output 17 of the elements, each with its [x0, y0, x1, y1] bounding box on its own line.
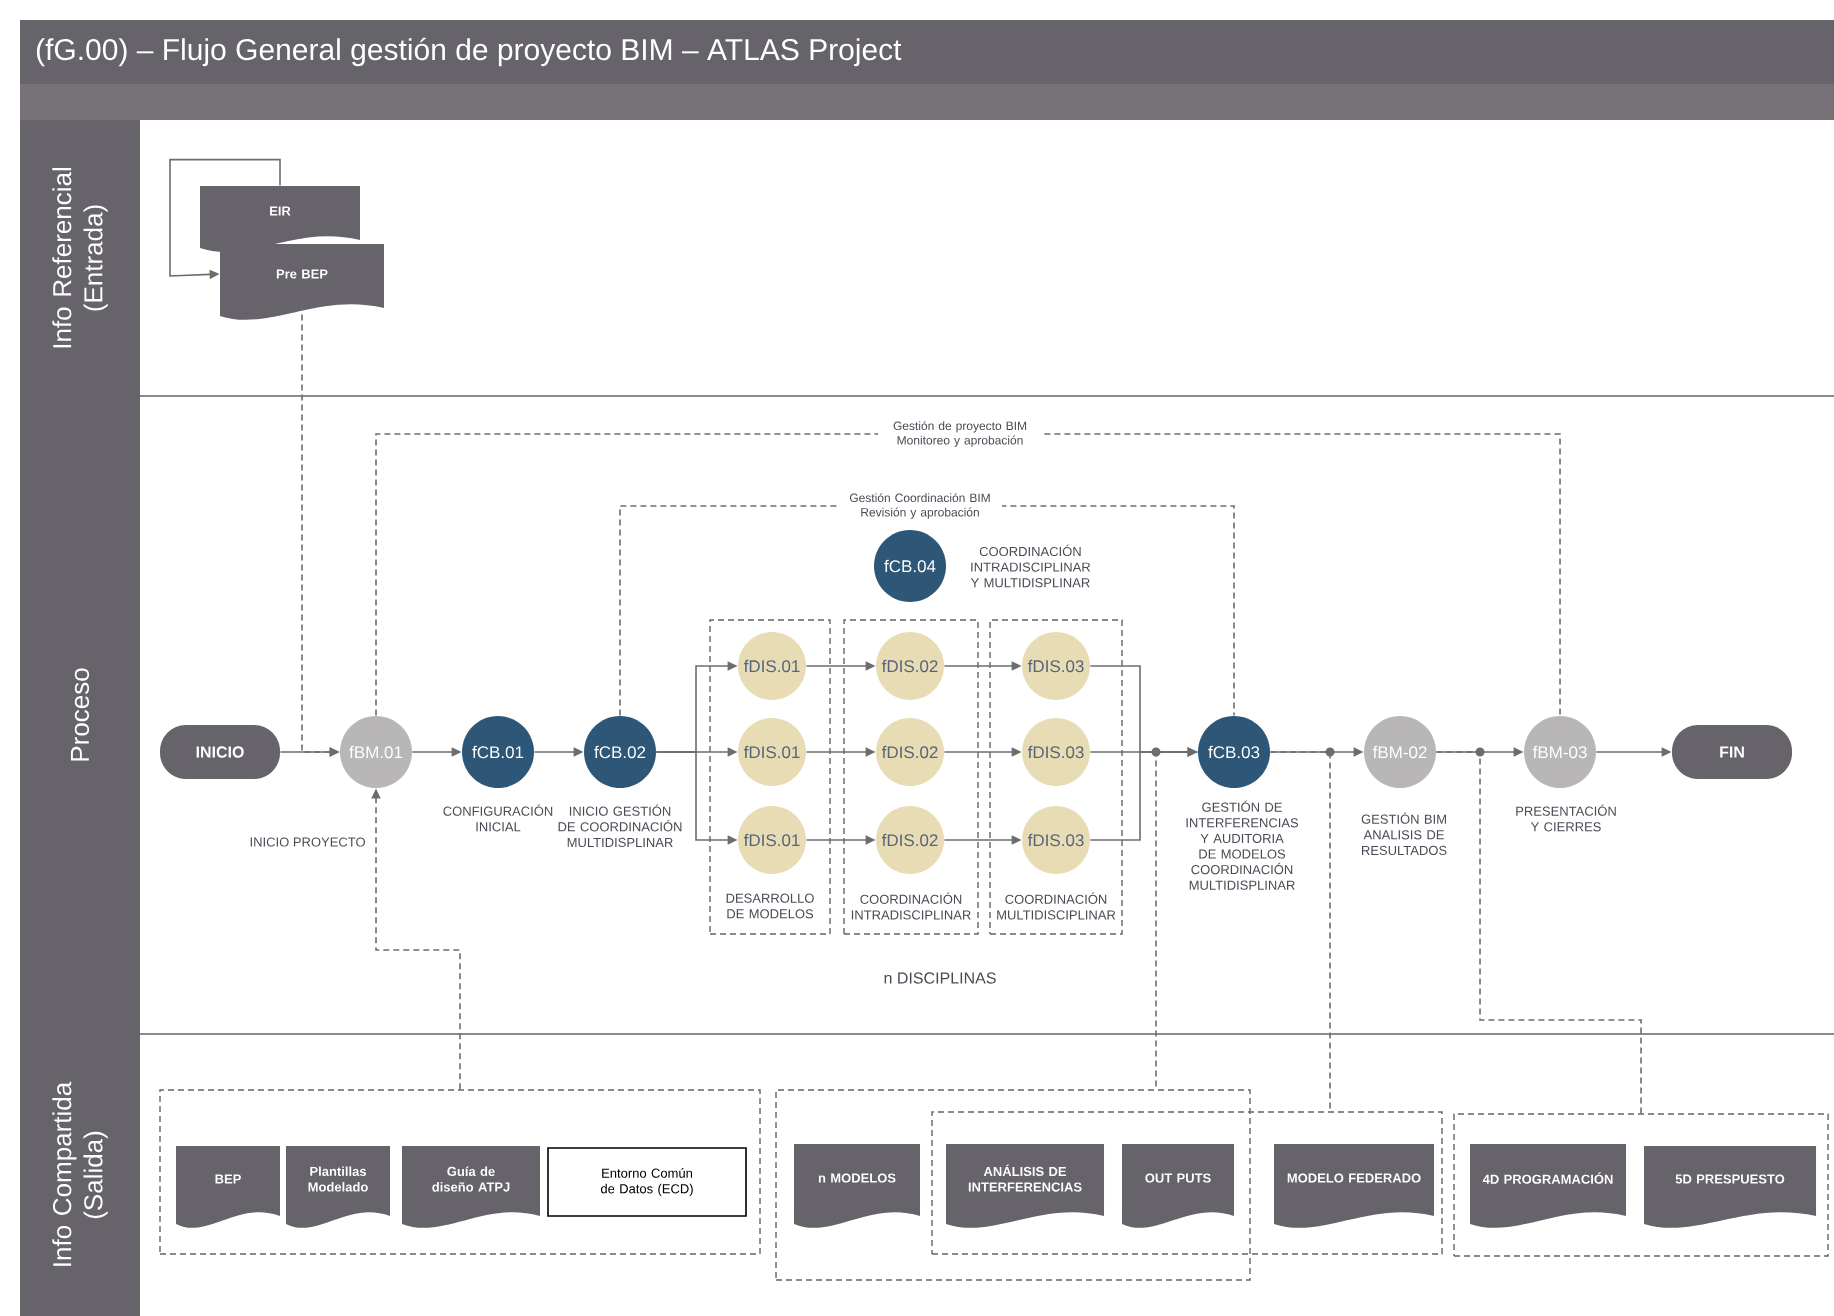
group-box	[931, 1111, 1443, 1255]
node-label: Info Compartida (Salida)	[52, 1081, 108, 1266]
node-label: Proceso	[70, 668, 90, 761]
node-label: Info Referencial (Entrada)	[52, 167, 108, 348]
group-box	[775, 1089, 1251, 1281]
lane-header: Info Referencial (Entrada)	[20, 120, 140, 396]
group-box	[159, 1089, 761, 1255]
connector-line	[1435, 747, 1642, 1115]
connector-line	[1151, 747, 1199, 1091]
group-box	[1453, 1113, 1829, 1257]
terminator: FIN	[1672, 725, 1793, 779]
terminator: INICIO	[160, 725, 280, 779]
title-bar: (fG.00) – Flujo General gestión de proyecto BIM – ATLAS Project	[20, 20, 1834, 84]
group-caption: n DISCIPLINAS	[884, 972, 996, 984]
connector-line	[375, 433, 1561, 717]
lane-header: Info Compartida (Salida)	[20, 1034, 140, 1316]
connector-line	[1269, 747, 1335, 1113]
